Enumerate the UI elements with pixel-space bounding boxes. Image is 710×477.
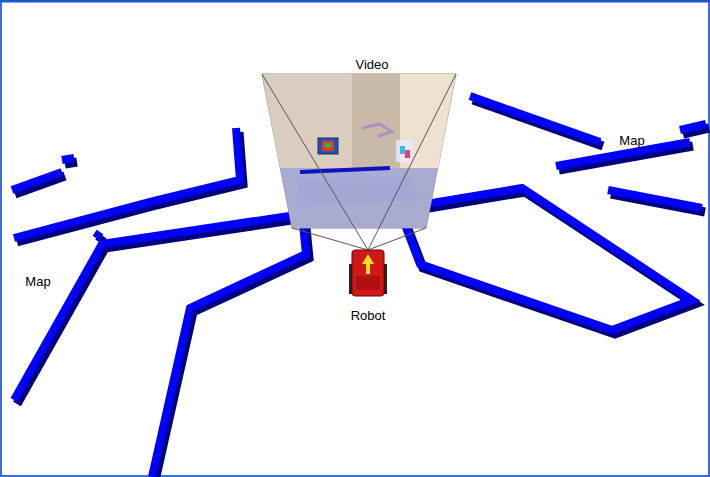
robot-icon <box>349 250 387 296</box>
window-top-border <box>0 0 710 3</box>
map-label: Map <box>25 274 50 289</box>
map-label: Map <box>619 133 644 148</box>
panel-label: Video <box>355 57 388 72</box>
camera-frustum <box>262 74 456 250</box>
robot-label: Robot <box>351 308 386 323</box>
video-panel <box>262 74 456 228</box>
